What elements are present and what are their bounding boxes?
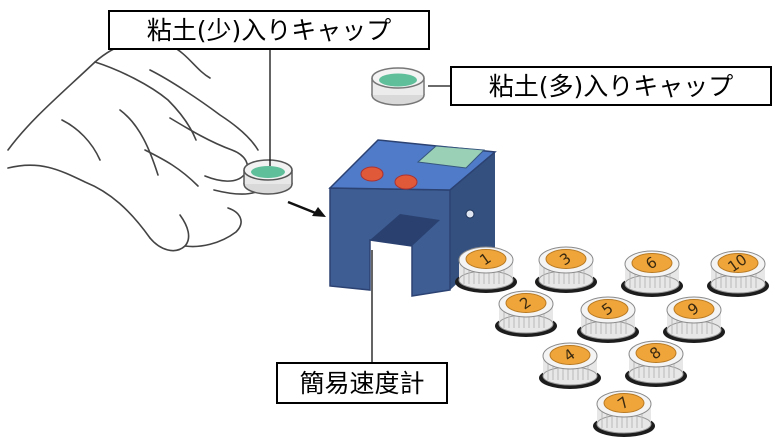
direction-arrow — [287, 200, 326, 217]
numbered-cap-1: 1 — [455, 246, 517, 293]
numbered-cap-5: 5 — [577, 296, 639, 343]
device-button-right — [394, 174, 418, 190]
small-clay-cap — [243, 159, 293, 195]
large-clay-cap — [371, 67, 425, 106]
hand-illustration — [7, 39, 259, 252]
device-display — [416, 145, 486, 169]
numbered-cap-2: 2 — [495, 290, 557, 337]
numbered-cap-7: 7 — [593, 390, 655, 437]
speedometer-device — [328, 139, 497, 297]
label-large-clay-cap: 粘土(多)入りキャップ — [450, 66, 772, 106]
numbered-cap-3: 3 — [535, 246, 597, 293]
clay-large — [379, 73, 417, 87]
numbered-cap-6: 6 — [621, 250, 683, 297]
leader-lines — [269, 50, 450, 362]
numbered-cap-9: 9 — [663, 296, 725, 343]
label-speedometer: 簡易速度計 — [276, 362, 448, 404]
clay-small — [251, 166, 285, 178]
numbered-cap-4: 4 — [539, 342, 601, 389]
label-small-clay-cap: 粘土(少)入りキャップ — [108, 10, 430, 50]
numbered-cap-8: 8 — [625, 340, 687, 387]
device-button-left — [360, 166, 384, 182]
numbered-cap-10: 10 — [707, 250, 769, 297]
